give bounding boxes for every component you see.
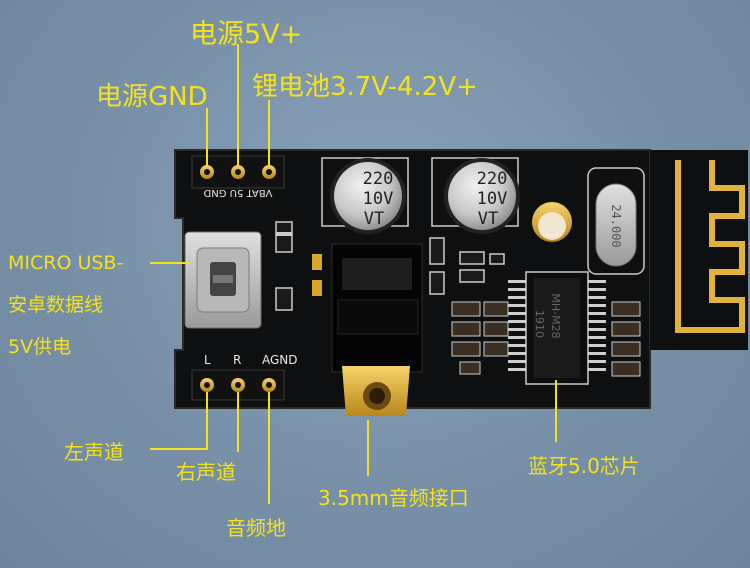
- svg-text:1910: 1910: [533, 310, 546, 338]
- smd-resistors-right: [611, 301, 641, 377]
- leader-left-v: [206, 392, 208, 450]
- label-battery: 锂电池3.7V-4.2V+: [252, 72, 478, 102]
- micro-usb-connector: [184, 231, 262, 329]
- chip-pins-left: [508, 280, 526, 371]
- capacitor-2: [431, 157, 520, 234]
- leader-gnd: [206, 108, 208, 166]
- label-audio-ground: 音频地: [226, 516, 286, 540]
- antenna-pcb: [650, 150, 748, 350]
- smd-resistors-left: [451, 301, 509, 375]
- svg-text:10V: 10V: [363, 189, 394, 209]
- leader-left-h: [150, 448, 208, 450]
- label-power-gnd: 电源GND: [96, 82, 208, 112]
- leader-jack: [367, 420, 369, 476]
- label-left-channel: 左声道: [64, 440, 124, 464]
- smd-diode: [275, 221, 293, 253]
- svg-text:10V: 10V: [477, 189, 508, 209]
- svg-text:VT: VT: [478, 209, 498, 229]
- chip-pins-right: [588, 280, 606, 371]
- label-usb-2: 安卓数据线: [8, 294, 104, 316]
- audio-jack: [331, 243, 423, 416]
- silk-agnd: AGND: [262, 353, 298, 367]
- bluetooth-chip: [525, 271, 589, 385]
- leader-5v: [237, 44, 239, 166]
- label-jack: 3.5mm音频接口: [318, 486, 469, 510]
- label-usb-1: MICRO USB-: [8, 252, 124, 274]
- svg-text:24.000: 24.000: [609, 204, 623, 247]
- leader-battery: [268, 100, 270, 166]
- svg-text:VT: VT: [364, 209, 384, 229]
- silk-r: R: [233, 353, 241, 367]
- crystal-oscillator: [587, 167, 645, 275]
- smd-component: [275, 287, 293, 311]
- svg-text:220: 220: [477, 169, 508, 189]
- leader-chip: [555, 380, 557, 442]
- leader-agnd-v: [268, 392, 270, 504]
- svg-text:MH-M28: MH-M28: [549, 293, 562, 338]
- silk-l: L: [204, 353, 211, 367]
- label-right-channel: 右声道: [176, 460, 236, 484]
- capacitor-1: [321, 157, 409, 234]
- top-pin-silkscreen: VBAT 5U GND: [203, 187, 272, 198]
- leader-usb: [150, 262, 190, 264]
- label-usb-3: 5V供电: [8, 336, 72, 358]
- leader-right-v: [237, 392, 239, 452]
- leader-usb-vertical: [150, 262, 152, 264]
- label-power-5v: 电源5V+: [190, 19, 303, 50]
- svg-text:220: 220: [363, 169, 394, 189]
- label-bt-chip: 蓝牙5.0芯片: [528, 454, 640, 478]
